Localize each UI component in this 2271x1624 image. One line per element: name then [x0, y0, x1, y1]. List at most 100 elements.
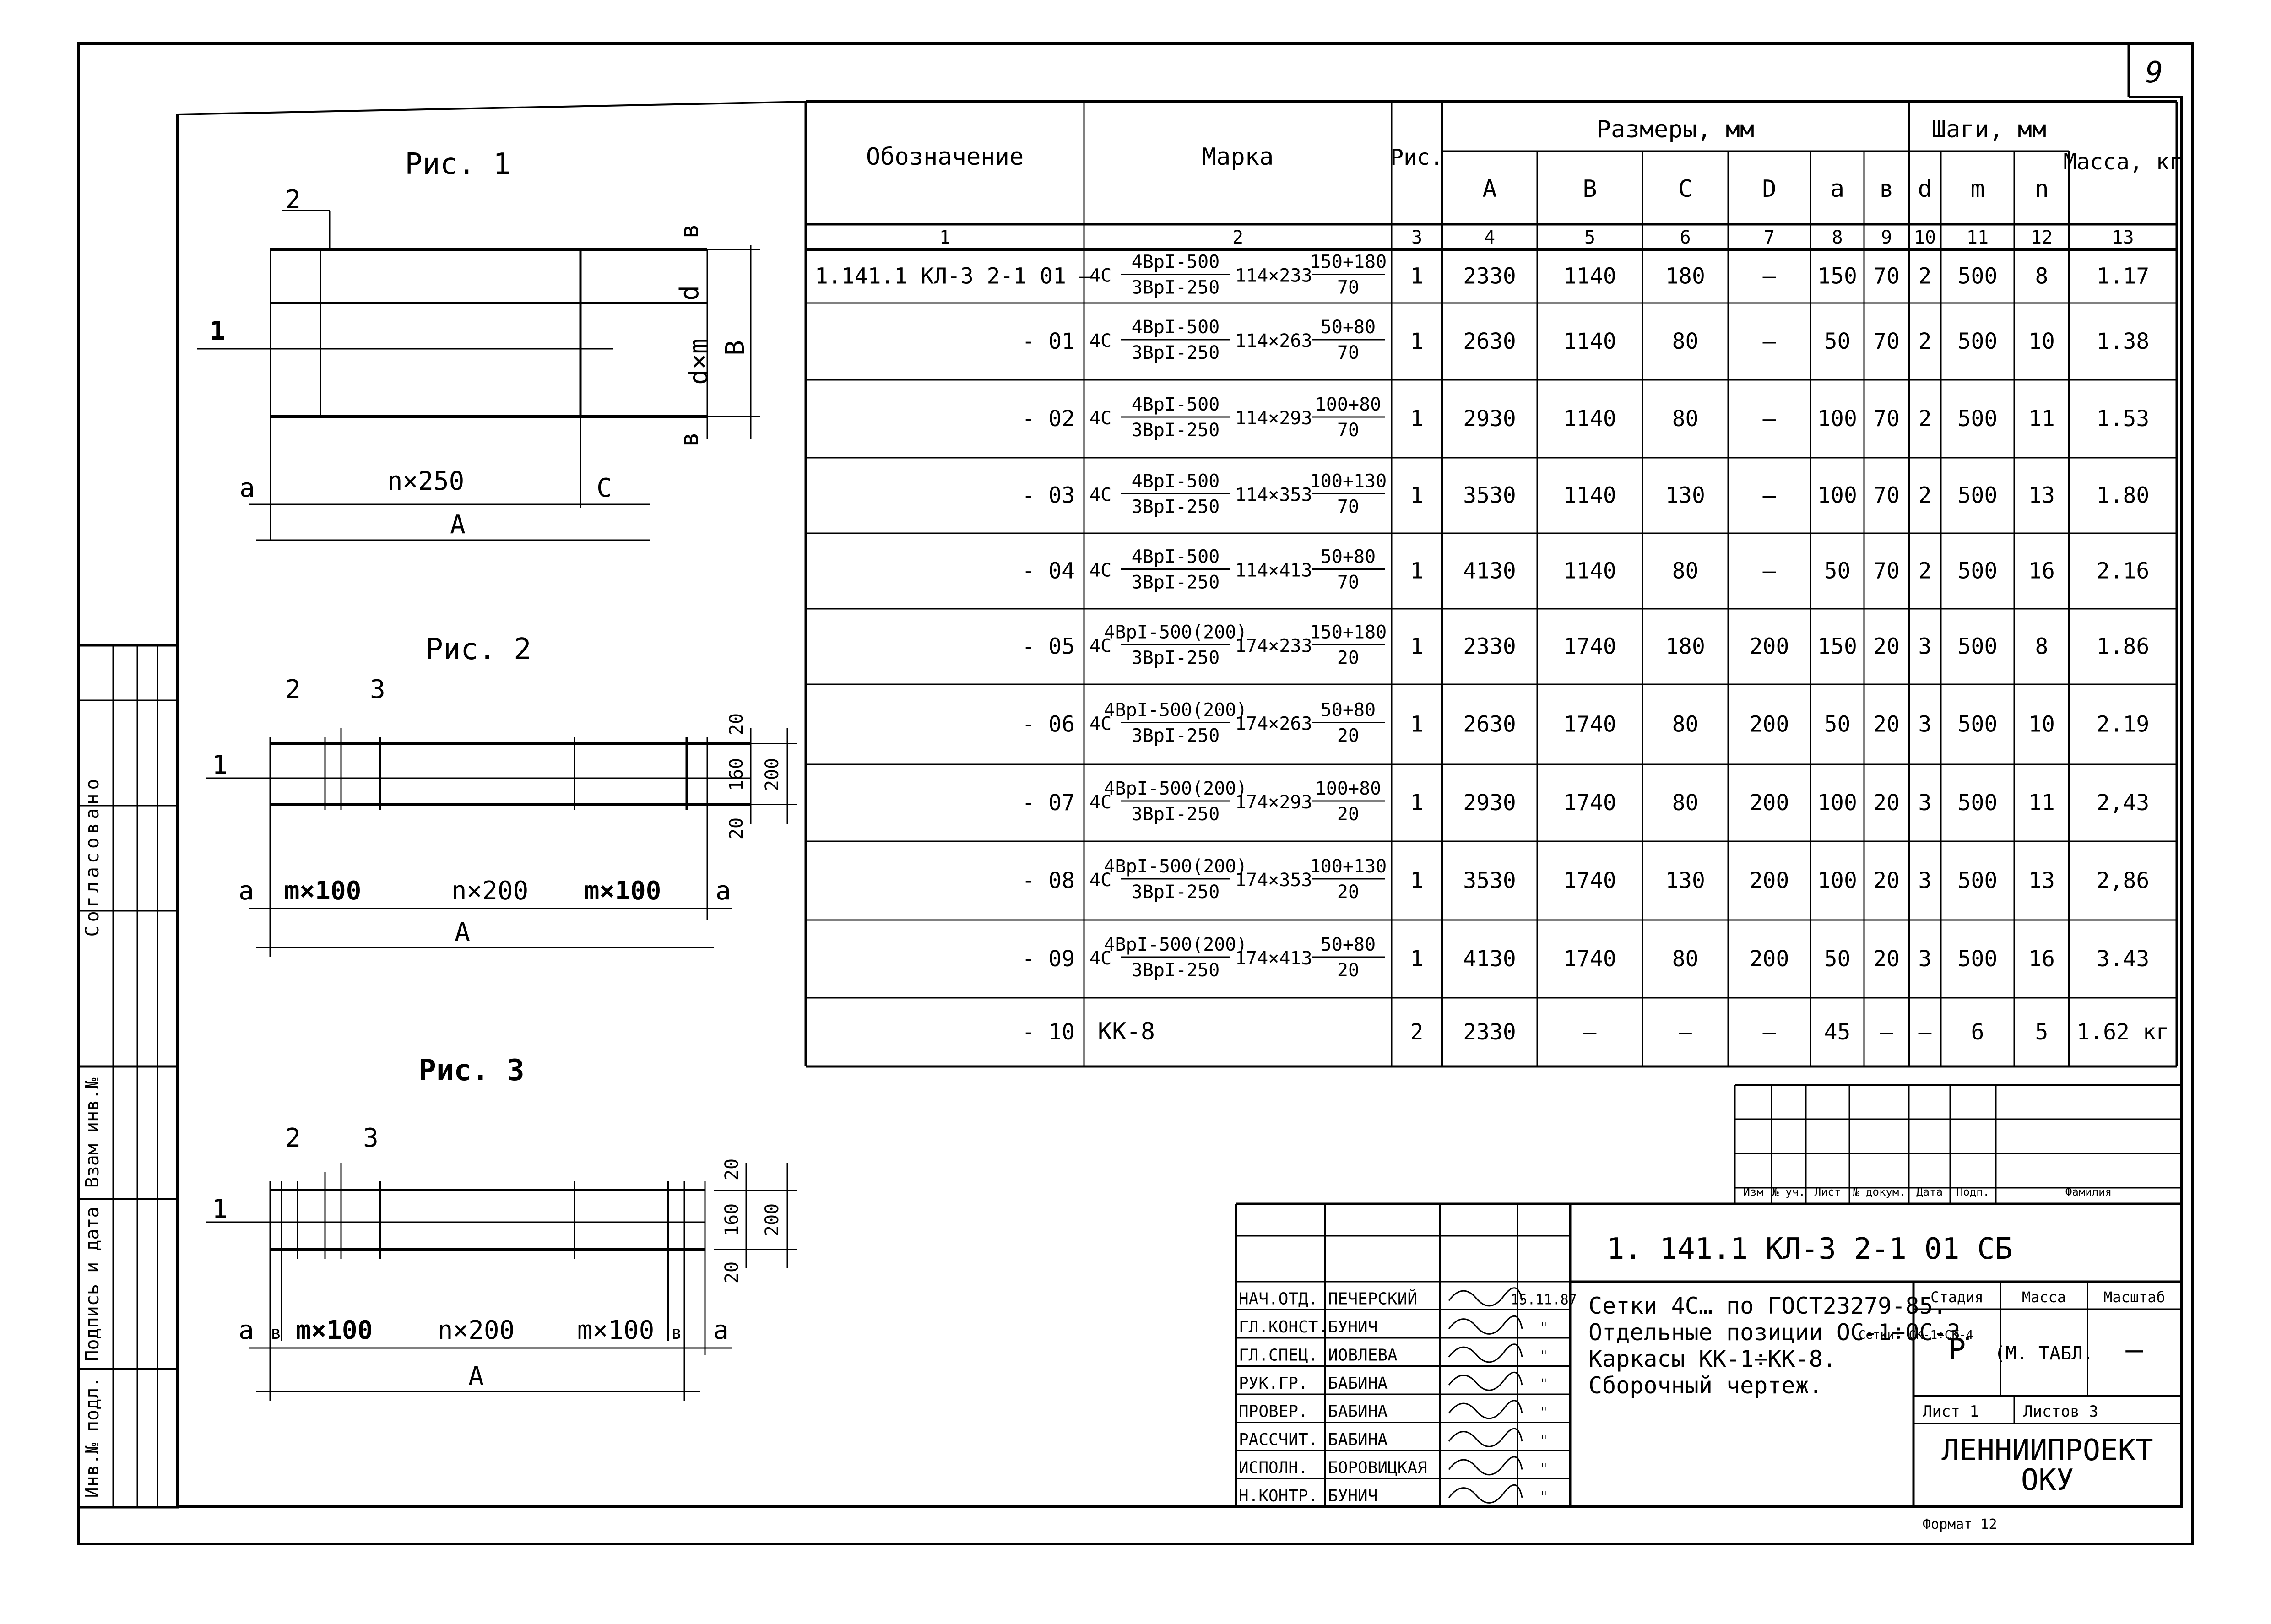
svg-text:2: 2 — [285, 675, 301, 704]
designation-cell: 1.141.1 КЛ-3 2-1 01 — — [815, 264, 1093, 289]
svg-text:2: 2 — [285, 185, 301, 215]
fig-cell: 1 — [1410, 406, 1424, 432]
cell-d: 3 — [1919, 634, 1932, 660]
cell-C: 80 — [1672, 712, 1699, 737]
sheet-label: Лист 1 — [1923, 1402, 1979, 1421]
cell-n: 13 — [2028, 868, 2055, 893]
mark-prefix: 4С — [1089, 560, 1111, 581]
mark-prefix: 4С — [1089, 948, 1111, 969]
signer-date: " — [1539, 1320, 1548, 1336]
mark-size: 114×413 — [1235, 560, 1312, 581]
cell-a: 100 — [1817, 790, 1857, 816]
svg-text:1: 1 — [210, 316, 225, 346]
cell-C: 80 — [1672, 946, 1699, 972]
header-A: A — [1482, 175, 1496, 203]
column-number: 8 — [1832, 227, 1843, 248]
signature-mark — [1448, 1484, 1523, 1504]
cell-d: 3 — [1919, 790, 1932, 816]
header-sizes: Размеры, мм — [1597, 116, 1754, 143]
signer-date: " — [1539, 1433, 1548, 1449]
mark-prefix: 4С — [1089, 330, 1111, 352]
cell-C: 80 — [1672, 558, 1699, 584]
cell-b: 70 — [1873, 264, 1900, 289]
header-mass: Масса, кг — [2063, 149, 2182, 175]
svg-text:20: 20 — [726, 713, 747, 735]
mark-numerator: 4ВрI-500(200) — [1104, 700, 1247, 721]
cell-m: 500 — [1958, 558, 1998, 584]
cell-n: 8 — [2035, 634, 2049, 660]
mark-offsets: 150+180 — [1310, 622, 1387, 643]
title-line: Каркасы КК-1÷КК-8. — [1588, 1346, 1837, 1372]
cell-C: — — [1679, 1019, 1692, 1045]
cell-m: 500 — [1958, 946, 1998, 972]
svg-text:a: a — [238, 1315, 254, 1345]
cell-D: 200 — [1750, 868, 1789, 893]
cell-B: 1740 — [1563, 634, 1616, 660]
cell-n: 16 — [2028, 558, 2055, 584]
svg-text:d×m: d×m — [684, 338, 714, 384]
cell-a: 50 — [1824, 558, 1851, 584]
svg-text:20: 20 — [721, 1261, 743, 1283]
cell-B: 1740 — [1563, 946, 1616, 972]
mark-offsets: 100+130 — [1310, 856, 1387, 877]
signature-mark — [1448, 1456, 1523, 1476]
mark-denominator: 3ВрI-250 — [1132, 497, 1220, 518]
cell-D: 200 — [1750, 790, 1789, 816]
column-number: 6 — [1680, 227, 1691, 248]
signature-mark — [1448, 1400, 1523, 1419]
cell-m: 500 — [1958, 712, 1998, 737]
svg-text:d: d — [675, 285, 705, 301]
column-number: 7 — [1764, 227, 1775, 248]
column-number: 12 — [2031, 227, 2053, 248]
cell-a: 100 — [1817, 483, 1857, 509]
designation-cell: - 05 — [1022, 634, 1075, 660]
title-line: Отдельные позиции ОС-1÷ОС-3. — [1588, 1319, 1974, 1346]
mark-numerator: 4ВрI-500(200) — [1104, 778, 1247, 799]
mark-denominator: 3ВрI-250 — [1132, 342, 1220, 363]
svg-text:a: a — [239, 473, 255, 503]
mark-denominator: 3ВрI-250 — [1132, 420, 1220, 441]
cell-mass: 1.86 — [2097, 634, 2150, 660]
signer-date: " — [1539, 1461, 1548, 1477]
inv-orig-label: Инв.№ подл. — [82, 1377, 103, 1498]
cell-D: 200 — [1750, 946, 1789, 972]
cell-mass: 2.16 — [2097, 558, 2150, 584]
cell-B: 1140 — [1563, 264, 1616, 289]
mark-size: 114×293 — [1235, 408, 1312, 429]
revision-header: Лист — [1815, 1186, 1841, 1198]
mark-end: 20 — [1337, 960, 1359, 981]
header-n: n — [2034, 175, 2049, 203]
designation-cell: - 09 — [1022, 946, 1075, 972]
cell-m: 500 — [1958, 790, 1998, 816]
mark-end: 20 — [1337, 648, 1359, 669]
mark-numerator: 4ВрI-500 — [1132, 394, 1220, 415]
signer-role: РАССЧИТ. — [1239, 1430, 1318, 1449]
fig-cell: 2 — [1410, 1019, 1424, 1045]
mark-numerator: 4ВрI-500(200) — [1104, 856, 1247, 877]
designation-cell: - 02 — [1022, 406, 1075, 432]
svg-text:m×100: m×100 — [584, 876, 661, 906]
cell-C: 130 — [1665, 483, 1705, 509]
cell-D: — — [1763, 1019, 1776, 1045]
revision-header: Подп. — [1957, 1186, 1989, 1198]
title-line: Сетки 4С… по ГОСТ23279-85. — [1588, 1293, 1947, 1319]
mark-offsets: 100+80 — [1315, 394, 1382, 415]
svg-text:n×200: n×200 — [438, 1315, 515, 1345]
signature-mark — [1448, 1287, 1523, 1307]
mark-offsets: 50+80 — [1321, 547, 1376, 568]
cell-B: 1140 — [1563, 558, 1616, 584]
mark-numerator: 4ВрI-500(200) — [1104, 622, 1247, 643]
cell-D: — — [1763, 406, 1776, 432]
cell-n: 5 — [2035, 1019, 2049, 1045]
signer-name: БАБИНА — [1328, 1402, 1388, 1421]
svg-text:A: A — [468, 1361, 484, 1391]
svg-text:B: B — [721, 340, 750, 356]
header-a: a — [1830, 175, 1844, 203]
fig-cell: 1 — [1410, 946, 1424, 972]
